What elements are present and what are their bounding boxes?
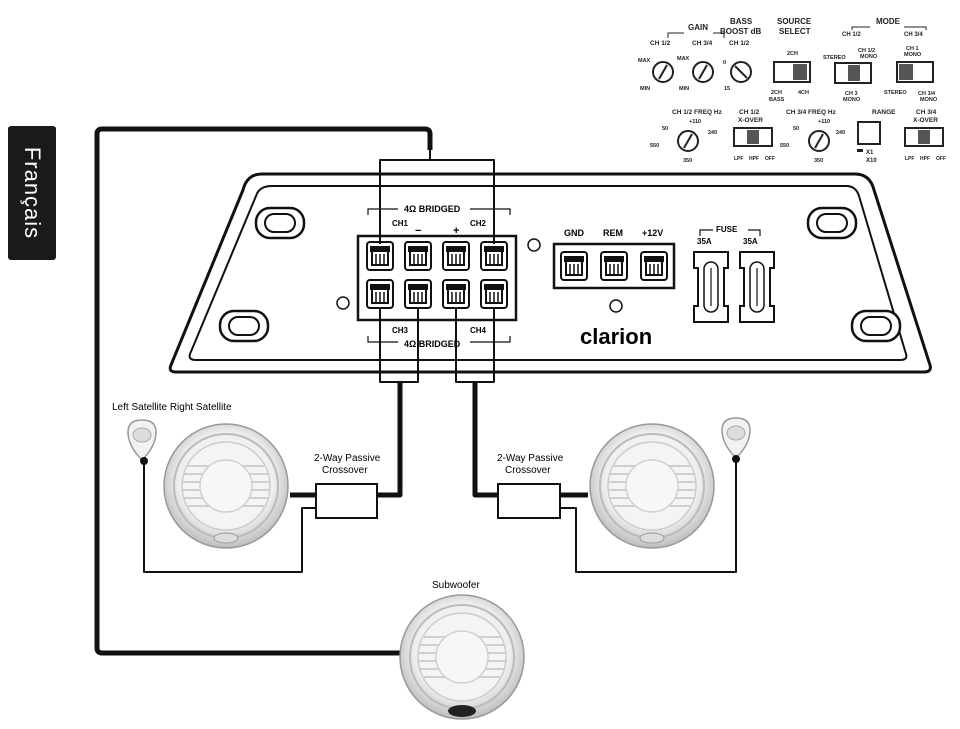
xover34-label-2: X-OVER — [913, 117, 938, 124]
range-x1: X1 — [866, 150, 874, 156]
mode-ch12mono-1: CH 1/2 — [858, 48, 875, 54]
src-2ch: 2CH — [787, 51, 798, 57]
crossover-right-label-1: 2-Way Passive — [497, 453, 564, 464]
mode-label: MODE — [876, 17, 901, 26]
f12-240: 240 — [708, 130, 717, 136]
mode-ch34: CH 3/4 — [904, 32, 923, 38]
left-satellite-tweeter — [127, 419, 157, 465]
bass-boost-label-1: BASS — [730, 17, 753, 26]
brand-logo: clarion — [580, 324, 652, 349]
range-x10: X10 — [866, 158, 877, 164]
x34-off: OFF — [936, 156, 946, 162]
mounting-holes — [218, 206, 902, 343]
mode-ch34mono-2: MONO — [920, 97, 938, 103]
freq12-label: CH 1/2 FREQ Hz — [672, 109, 723, 116]
x12-off: OFF — [765, 156, 775, 162]
gain-min-2: MIN — [679, 86, 689, 92]
mode-ch3mono-1: CH 3 — [845, 91, 858, 97]
language-tab: Français — [8, 126, 56, 260]
freq34-label: CH 3/4 FREQ Hz — [786, 109, 837, 116]
subwoofer-label: Subwoofer — [432, 580, 480, 591]
right-woofer — [589, 423, 715, 549]
f34-350: 350 — [814, 158, 823, 164]
f34-110: +110 — [818, 119, 830, 125]
crossover-left — [315, 483, 378, 519]
src-2ch-bass-1: 2CH — [771, 90, 782, 96]
control-panel: GAIN CH 1/2 CH 3/4 MAX MIN MAX MIN BASS … — [638, 17, 946, 164]
subwoofer — [399, 594, 525, 720]
mode-ch12mono-2: MONO — [860, 54, 878, 60]
f34-240: 240 — [836, 130, 845, 136]
gain-max-2: MAX — [677, 56, 690, 62]
fuse-2 — [739, 251, 775, 323]
fuse-1 — [693, 251, 729, 323]
source-select-label-2: SELECT — [779, 27, 811, 36]
ch2-plus: + — [453, 225, 459, 237]
fuse-b-label: 35A — [743, 237, 758, 246]
ch2-label: CH2 — [470, 219, 487, 228]
crossover-left-label-2: Crossover — [322, 465, 368, 476]
bass-boost-label-2: BOOST dB — [720, 27, 762, 36]
ch1-minus: − — [415, 225, 421, 237]
rem-label: REM — [603, 228, 623, 238]
gnd-label: GND — [564, 228, 585, 238]
wiring — [94, 126, 737, 656]
gain-label: GAIN — [688, 23, 708, 32]
mode-ch1mono-1: CH 1 — [906, 46, 919, 52]
mode-ch12: CH 1/2 — [842, 32, 861, 38]
xover12-label-2: X-OVER — [738, 117, 763, 124]
fuse-a-label: 35A — [697, 237, 712, 246]
crossover-right — [497, 483, 561, 519]
f34-550: 550 — [780, 143, 789, 149]
ch1-label: CH1 — [392, 219, 409, 228]
range-button — [857, 121, 881, 145]
f12-550: 550 — [650, 143, 659, 149]
xover34-label-1: CH 3/4 — [916, 109, 937, 116]
crossover-right-label-2: Crossover — [505, 465, 551, 476]
f12-110: +110 — [689, 119, 701, 125]
source-select-label-1: SOURCE — [777, 17, 812, 26]
gain-min-1: MIN — [640, 86, 650, 92]
mode-stereo-2: STEREO — [884, 90, 907, 96]
boost-15: 15 — [724, 86, 730, 92]
boost-0: 0 — [723, 60, 726, 66]
left-woofer — [163, 423, 289, 549]
mode-stereo-1: STEREO — [823, 55, 846, 61]
gain-ch12: CH 1/2 — [650, 40, 671, 47]
src-4ch: 4CH — [798, 90, 809, 96]
gain-ch34: CH 3/4 — [692, 40, 713, 47]
crossover-left-label-1: 2-Way Passive — [314, 453, 381, 464]
amplifier: 4Ω BRIDGED CH1 CH2 − + CH3 CH4 4Ω BRIDGE… — [168, 172, 932, 374]
gain-max-1: MAX — [638, 58, 651, 64]
x34-hpf: HPF — [920, 156, 930, 162]
mode-ch1mono-2: MONO — [904, 52, 922, 58]
bridged-bottom-label: 4Ω BRIDGED — [404, 339, 461, 349]
mode-ch3mono-2: MONO — [843, 97, 861, 103]
f12-350: 350 — [683, 158, 692, 164]
x34-lpf: LPF — [905, 156, 914, 162]
f12-50: 50 — [662, 126, 668, 132]
boost-ch12: CH 1/2 — [729, 40, 750, 47]
x12-hpf: HPF — [749, 156, 759, 162]
ch3-label: CH3 — [392, 326, 409, 335]
range-label: RANGE — [872, 109, 896, 116]
satellites-label: Left Satellite Right Satellite — [112, 402, 232, 413]
ch4-label: CH4 — [470, 326, 487, 335]
right-satellite-tweeter — [721, 417, 751, 463]
mode-ch34mono-1: CH 3/4 — [918, 91, 936, 97]
v12-label: +12V — [642, 228, 663, 238]
xover12-label-1: CH 1/2 — [739, 109, 760, 116]
fuse-label: FUSE — [716, 225, 738, 234]
x12-lpf: LPF — [734, 156, 743, 162]
f34-50: 50 — [793, 126, 799, 132]
src-2ch-bass-2: BASS — [769, 97, 785, 103]
bridged-top-label: 4Ω BRIDGED — [404, 204, 461, 214]
